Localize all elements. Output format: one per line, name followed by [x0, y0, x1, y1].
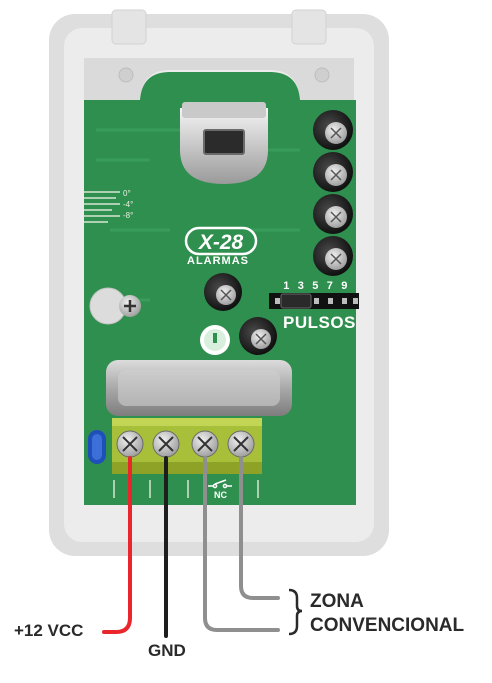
terminal-mark-nc: NC — [214, 490, 227, 500]
wire-vcc-red — [102, 456, 132, 634]
jumper-number: 3 — [297, 280, 304, 292]
pir-window — [203, 129, 245, 155]
angle-label-0: 0° — [123, 189, 131, 198]
nc-switch-symbol — [113, 479, 259, 498]
angle-scale — [84, 191, 120, 223]
brand-logo: X-28 — [184, 226, 258, 256]
brand-logo-text: X-28 — [198, 231, 244, 254]
capacitor-1 — [313, 110, 353, 150]
capacitor-3 — [313, 194, 353, 234]
pir-sensor — [180, 102, 268, 184]
pulse-jumper-block[interactable] — [269, 293, 359, 309]
terminal-block — [112, 418, 262, 474]
zone-label-line1: ZONA — [310, 591, 364, 612]
terminal-zone-1[interactable] — [191, 430, 219, 458]
angle-label-4: -4° — [123, 200, 134, 209]
terminal-vcc[interactable] — [116, 430, 144, 458]
angle-label-8: -8° — [123, 211, 134, 220]
jumper-number: 5 — [312, 280, 319, 292]
capacitor-column — [313, 110, 353, 276]
capacitor-middle-2 — [239, 317, 277, 355]
blue-component — [88, 430, 106, 464]
terminal-gnd[interactable] — [152, 430, 180, 458]
jumper-cap[interactable] — [280, 293, 312, 309]
jumper-label: PULSOS — [283, 313, 356, 332]
housing-hole-left — [118, 67, 134, 83]
zone-label: ZONA CONVENCIONAL — [310, 590, 464, 638]
led-indicator — [200, 325, 230, 355]
capacitor-2 — [313, 152, 353, 192]
housing-hole-right — [314, 67, 330, 83]
mounting-screw — [89, 287, 141, 325]
jumper-number: 9 — [341, 280, 348, 292]
capacitor-4 — [313, 236, 353, 276]
terminal-zone-2[interactable] — [227, 430, 255, 458]
gnd-label: GND — [148, 641, 186, 660]
zone-bracket — [288, 588, 303, 636]
jumper-number: 1 — [283, 280, 290, 292]
wire-zone-gray-1 — [203, 456, 280, 632]
jumper-number: 7 — [326, 280, 333, 292]
capacitor-middle-1 — [204, 273, 242, 311]
brand-subtitle: ALARMAS — [187, 255, 249, 267]
relay — [106, 360, 292, 416]
vcc-label: +12 VCC — [14, 621, 84, 640]
wire-zone-gray-2 — [239, 456, 280, 600]
zone-label-line2: CONVENCIONAL — [310, 615, 465, 636]
